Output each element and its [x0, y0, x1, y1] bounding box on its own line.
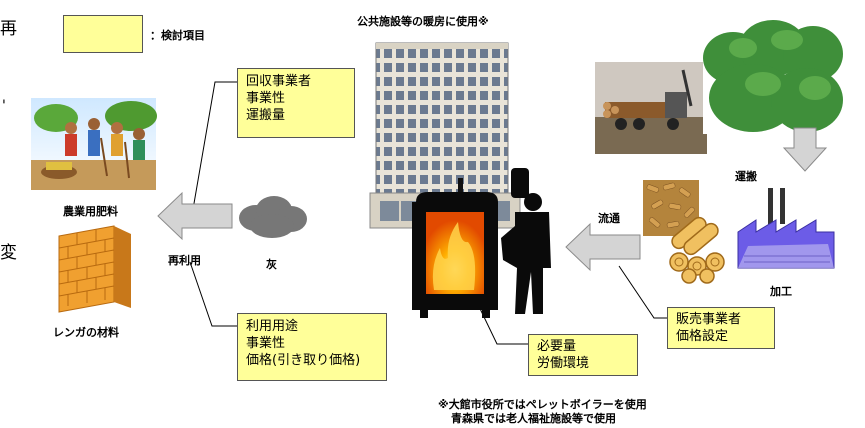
box-sales: 販売事業者 価格設定: [667, 307, 775, 349]
box-sales-line: 販売事業者: [676, 312, 742, 327]
margin-char-1: 再: [0, 19, 17, 39]
legend-swatch: [63, 15, 143, 53]
person-silhouette: [501, 168, 551, 314]
forest-illustration: [703, 18, 843, 134]
box-requirement-line: 必要量: [537, 339, 577, 354]
margin-char-3: 変: [0, 243, 17, 263]
boiler-illustration: [412, 178, 498, 318]
log-bundle-icon: [669, 216, 725, 284]
box-usage: 利用用途 事業性 価格(引き取り価格): [237, 313, 387, 381]
margin-char-2: ': [2, 98, 6, 114]
box-requirement-line: 労働環境: [537, 356, 590, 371]
label-transport: 運搬: [735, 170, 757, 183]
box-collection-line: 回収事業者: [246, 74, 312, 89]
label-ash: 灰: [266, 258, 277, 271]
box-usage-line: 利用用途: [246, 319, 299, 334]
label-processing: 加工: [770, 285, 792, 298]
arrow-distribution: [565, 222, 641, 272]
box-collection-line: 運搬量: [246, 108, 286, 123]
box-usage-line: 価格(引き取り価格): [246, 353, 361, 368]
legend-label: ：検討項目: [150, 29, 205, 42]
arrow-down-to-factory: [782, 127, 828, 172]
connector-collection: [191, 81, 237, 216]
label-brick: レンガの材料: [53, 326, 119, 339]
connector-usage: [189, 261, 237, 327]
label-distribution: 流通: [598, 212, 620, 225]
logging-truck-illustration: [595, 62, 707, 154]
arrow-to-reuse: [157, 191, 233, 241]
footnote-line-1: ※大館市役所ではペレットボイラーを使用: [438, 398, 647, 411]
box-usage-line: 事業性: [246, 336, 286, 351]
footnote-line-2: 青森県では老人福祉施設等で使用: [451, 412, 616, 425]
label-reuse: 再利用: [168, 254, 201, 267]
ash-cloud-icon: [239, 196, 307, 238]
box-requirement: 必要量 労働環境: [528, 334, 638, 376]
page-title: 公共施設等の暖房に使用※: [357, 15, 489, 28]
factory-icon: [737, 188, 835, 269]
label-fertilizer: 農業用肥料: [63, 205, 118, 218]
box-sales-line: 価格設定: [676, 329, 729, 344]
box-collection: 回収事業者 事業性 運搬量: [237, 68, 355, 138]
connector-sales: [618, 265, 667, 319]
box-collection-line: 事業性: [246, 91, 286, 106]
farmers-illustration: [31, 98, 157, 190]
brick-wall-icon: [58, 225, 131, 313]
